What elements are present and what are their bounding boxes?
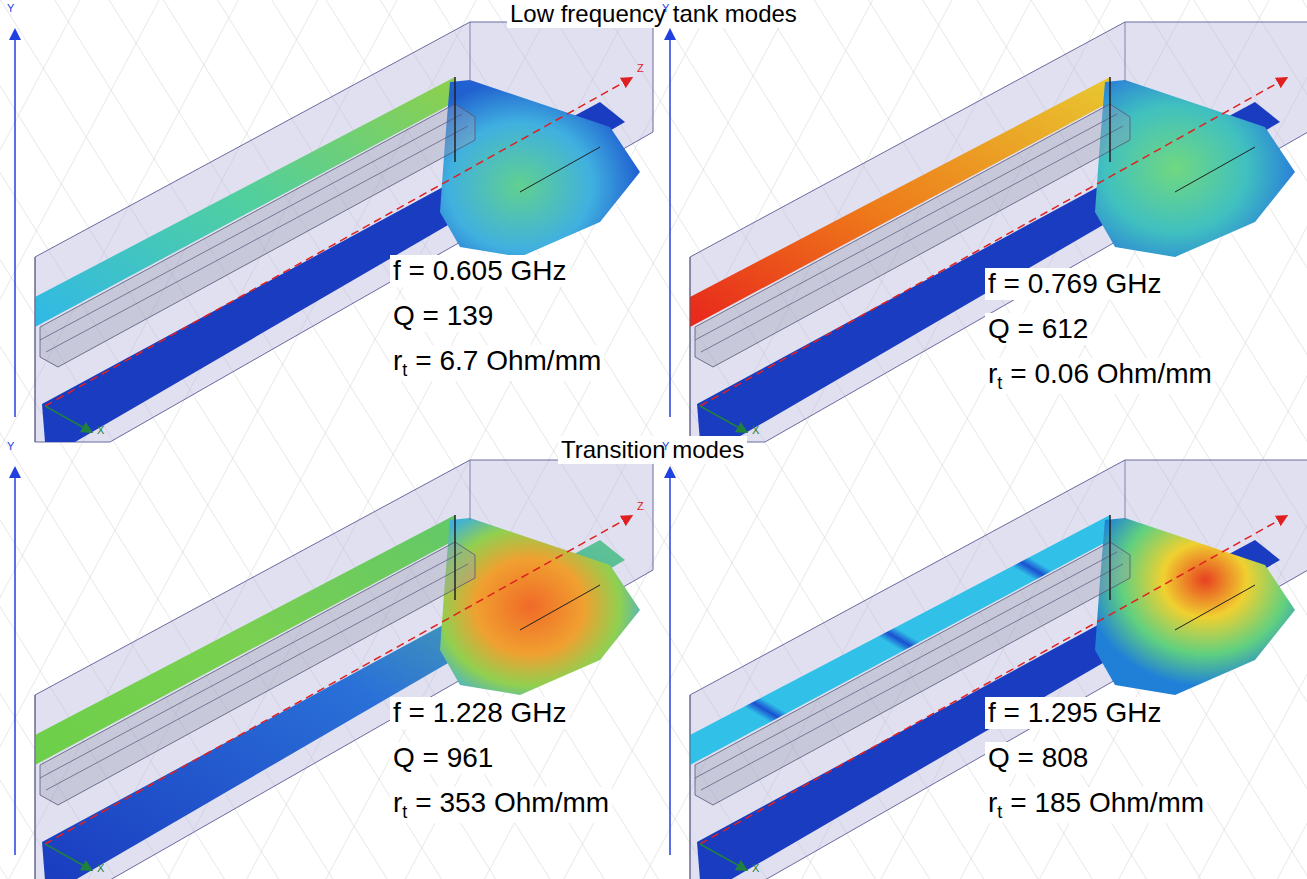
mode-plot bbox=[15, 22, 653, 442]
axis-label: Y bbox=[6, 440, 15, 453]
shunt-impedance-line: rt = 185 Ohm/mm bbox=[985, 787, 1207, 823]
cavity-structure bbox=[670, 22, 1283, 442]
axis-label: Y bbox=[661, 2, 670, 15]
cavity-housing bbox=[35, 22, 653, 442]
mode-plot bbox=[670, 460, 1307, 879]
axis-label: X bbox=[751, 862, 760, 875]
axis-label: Y bbox=[6, 2, 15, 15]
quantity-symbol: r bbox=[988, 358, 997, 389]
frequency-value: f = 1.228 GHz bbox=[390, 697, 570, 729]
cavity-structure bbox=[15, 460, 628, 879]
quantity-symbol: r bbox=[393, 787, 402, 818]
quality-factor: Q = 961 bbox=[390, 742, 496, 774]
shunt-impedance-value: = 6.7 Ohm/mm bbox=[415, 345, 601, 376]
section-heading: Low frequency tank modes bbox=[507, 0, 800, 28]
quantity-symbol: r bbox=[393, 345, 402, 376]
cavity-structure bbox=[15, 22, 628, 442]
frequency-value: f = 0.605 GHz bbox=[390, 255, 570, 287]
axis-label: Y bbox=[661, 440, 670, 453]
quantity-subscript: t bbox=[402, 802, 407, 822]
cavity-housing bbox=[35, 460, 653, 879]
cavity-structure bbox=[670, 460, 1283, 879]
cavity-housing bbox=[690, 460, 1307, 879]
shunt-impedance-line: rt = 6.7 Ohm/mm bbox=[390, 345, 604, 381]
mode-plot bbox=[670, 22, 1307, 442]
frequency-value: f = 1.295 GHz bbox=[985, 697, 1165, 729]
axis-label: Z bbox=[636, 62, 645, 75]
shunt-impedance-value: = 353 Ohm/mm bbox=[415, 787, 609, 818]
mode-plot bbox=[15, 460, 653, 879]
quantity-subscript: t bbox=[997, 373, 1002, 393]
quality-factor: Q = 808 bbox=[985, 742, 1091, 774]
frequency-value: f = 0.769 GHz bbox=[985, 268, 1165, 300]
cavity-housing bbox=[690, 22, 1307, 442]
shunt-impedance-line: rt = 0.06 Ohm/mm bbox=[985, 358, 1215, 394]
quantity-subscript: t bbox=[997, 802, 1002, 822]
shunt-impedance-line: rt = 353 Ohm/mm bbox=[390, 787, 612, 823]
axis-label: X bbox=[751, 424, 760, 437]
axis-label: X bbox=[96, 424, 105, 437]
quantity-subscript: t bbox=[402, 360, 407, 380]
axis-label: Z bbox=[636, 500, 645, 513]
field-band bbox=[35, 77, 455, 327]
quantity-symbol: r bbox=[988, 787, 997, 818]
quality-factor: Q = 612 bbox=[985, 313, 1091, 345]
shunt-impedance-value: = 185 Ohm/mm bbox=[1010, 787, 1204, 818]
quality-factor: Q = 139 bbox=[390, 300, 496, 332]
shunt-impedance-value: = 0.06 Ohm/mm bbox=[1010, 358, 1212, 389]
axis-label: X bbox=[96, 862, 105, 875]
section-heading: Transition modes bbox=[558, 436, 747, 464]
